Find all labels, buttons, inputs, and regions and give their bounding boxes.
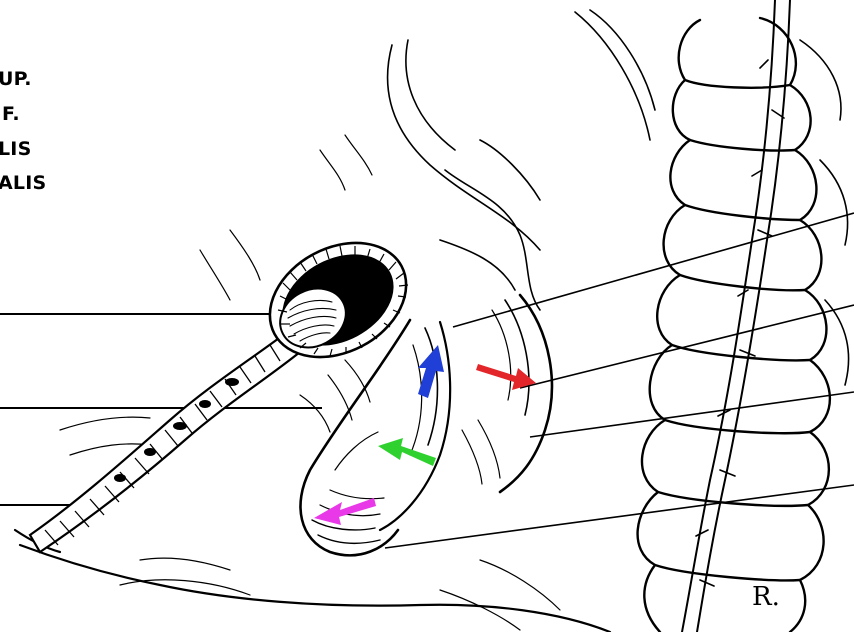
- magenta-arrow: [314, 498, 376, 525]
- body-outline: [15, 530, 610, 632]
- label-line-3: LIS: [0, 138, 31, 160]
- leader-line-right-1: [453, 213, 854, 327]
- segmented-column: [638, 18, 849, 632]
- crescent-fold: [462, 295, 552, 492]
- vessel: [682, 0, 790, 632]
- label-list: UP. F. LIS ALIS: [0, 68, 46, 194]
- blue-arrow: [418, 345, 444, 398]
- arrows: [314, 345, 536, 525]
- label-line-4: ALIS: [0, 172, 46, 194]
- artist-signature: R.: [752, 582, 780, 612]
- label-line-1: UP.: [0, 68, 32, 90]
- label-line-2: F.: [2, 103, 20, 125]
- green-arrow: [378, 438, 436, 466]
- leader-line-right-4: [385, 485, 854, 548]
- leader-line-right-3: [530, 392, 854, 437]
- leader-lines-right: [385, 213, 854, 548]
- leader-line-right-2: [520, 305, 854, 388]
